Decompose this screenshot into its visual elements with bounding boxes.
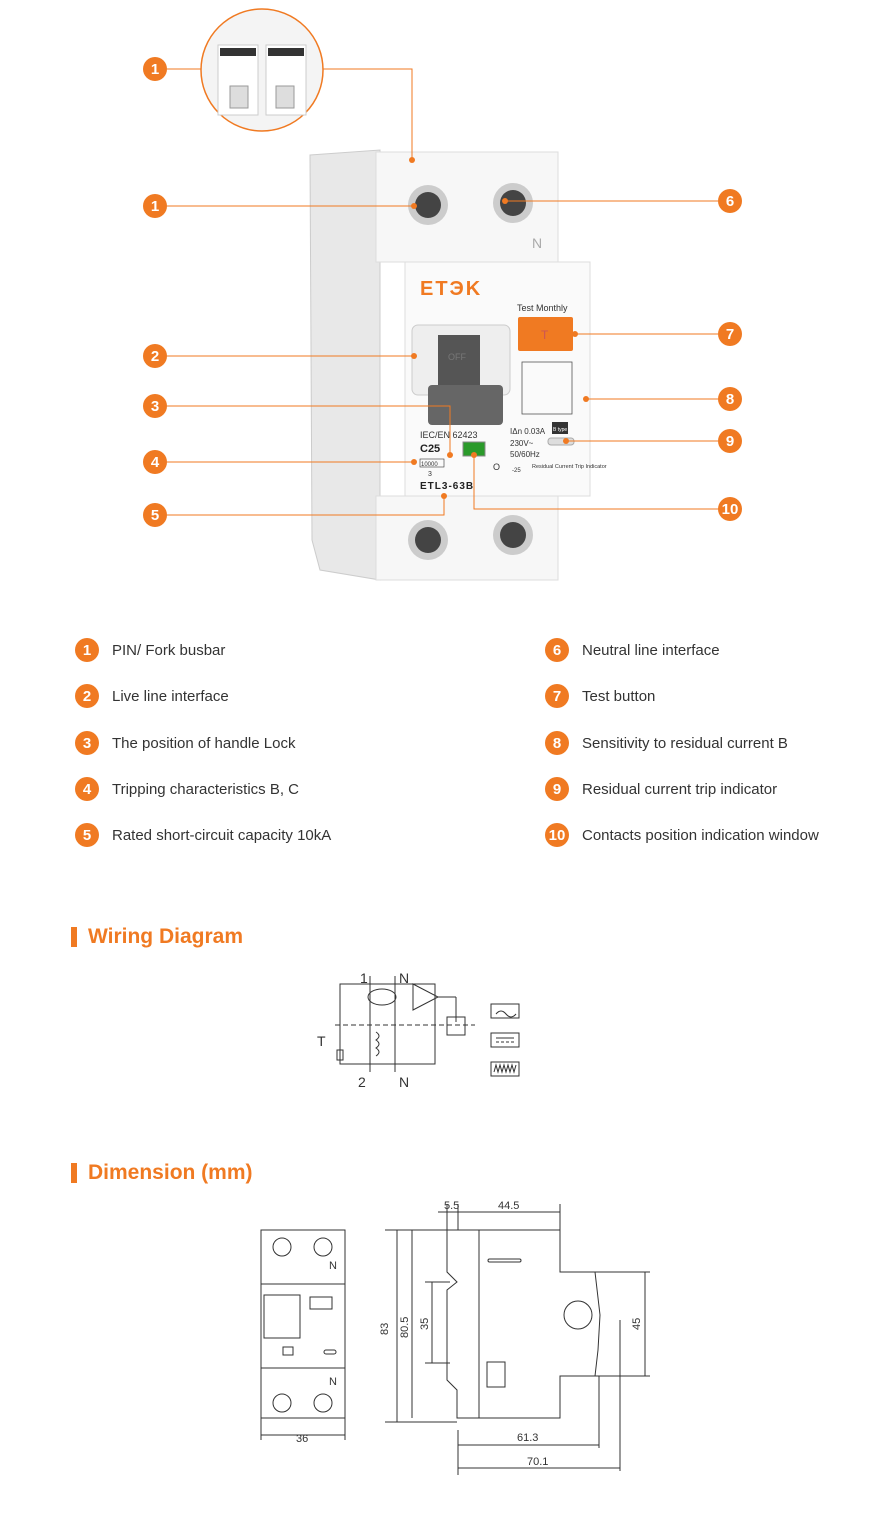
dim-83: 83 (379, 1323, 391, 1335)
test-label: Test Monthly (517, 303, 568, 313)
callout-7: 7 (718, 322, 742, 346)
legend-num: 8 (545, 731, 569, 755)
legend-label: Sensitivity to residual current B (582, 735, 788, 752)
callout-6: 6 (718, 189, 742, 213)
legend-num: 2 (75, 684, 99, 708)
capacity-text: 10000 (421, 462, 438, 468)
callout-8: 8 (718, 387, 742, 411)
wiring-title: Wiring Diagram (88, 925, 243, 948)
callout-3: 3 (143, 394, 167, 418)
wiring-n-bottom: N (399, 1074, 409, 1090)
dimension-title: Dimension (mm) (88, 1161, 253, 1184)
dim-70-1: 70.1 (527, 1456, 548, 1468)
dim-n-top: N (329, 1260, 337, 1272)
leader-lines (167, 68, 718, 516)
callout-10: 10 (718, 497, 742, 521)
wiring-2: 2 (358, 1074, 366, 1090)
wiring-n-top: N (399, 970, 409, 986)
legend-num: 1 (75, 638, 99, 662)
legend-label: Test button (582, 688, 656, 705)
legend-num: 6 (545, 638, 569, 662)
legend-num: 3 (75, 731, 99, 755)
freq-text: 50/60Hz (510, 450, 540, 459)
legend-label: Residual current trip indicator (582, 781, 778, 798)
type-badge: B type (553, 427, 567, 433)
wiring-heading: Wiring Diagram (71, 925, 243, 949)
legend-label: PIN/ Fork busbar (112, 642, 226, 659)
idn-text: IΔn 0.03A (510, 427, 546, 436)
dim-n-bottom: N (329, 1376, 337, 1388)
brand-logo: ETЭK (420, 278, 482, 300)
callout-2: 2 (143, 344, 167, 368)
legend-num: 10 (545, 823, 569, 847)
dim-5-5: 5.5 (444, 1200, 459, 1212)
legend-label: Live line interface (112, 688, 229, 705)
callout-4: 4 (143, 450, 167, 474)
dimension-drawing: 36 N N 5.5 44.5 83 80.5 35 45 61.3 70.1 (260, 1200, 650, 1475)
dimension-heading: Dimension (mm) (71, 1161, 253, 1185)
product-illustration: N ETЭK OFF Test Monthly T IEC/EN 62423 C… (167, 8, 718, 581)
dim-45: 45 (631, 1318, 643, 1330)
handle-text: OFF (448, 352, 466, 362)
callout-1: 1 (143, 194, 167, 218)
neutral-mark: N (532, 235, 542, 251)
wiring-1: 1 (360, 970, 368, 986)
indicator-text: Residual Current Trip Indicator (532, 464, 607, 470)
busbar-zoom-inset (200, 8, 324, 132)
contact-o: O (493, 462, 500, 472)
dim-44-5: 44.5 (498, 1200, 519, 1212)
callout-1-top: 1 (143, 57, 167, 81)
dim-61-3: 61.3 (517, 1432, 538, 1444)
rating-text: C25 (420, 443, 440, 455)
legend-num: 9 (545, 777, 569, 801)
callout-9: 9 (718, 429, 742, 453)
legend-num: 7 (545, 684, 569, 708)
voltage-text: 230V~ (510, 439, 534, 448)
dim-36: 36 (296, 1433, 308, 1445)
wiring-t: T (317, 1033, 326, 1049)
legend-num: 4 (75, 777, 99, 801)
legend-label: The position of handle Lock (112, 735, 296, 752)
dim-80-5: 80.5 (399, 1317, 411, 1338)
callout-5: 5 (143, 503, 167, 527)
legend-label: Contacts position indication window (582, 827, 819, 844)
legend-label: Neutral line interface (582, 642, 720, 659)
test-button-glyph: T (541, 328, 549, 342)
standard-text: IEC/EN 62423 (420, 430, 478, 440)
wiring-diagram: 1 N 2 N T (317, 970, 520, 1090)
rcbo-device: N ETЭK OFF Test Monthly T IEC/EN 62423 C… (309, 149, 607, 581)
legend-num: 5 (75, 823, 99, 847)
dim-35: 35 (419, 1318, 431, 1330)
temp-text: -25 (512, 468, 521, 474)
class-text: 3 (428, 471, 432, 478)
model-text: ETL3-63B (420, 481, 474, 492)
legend-label: Rated short-circuit capacity 10kA (112, 827, 332, 844)
legend-label: Tripping characteristics B, C (112, 781, 300, 798)
